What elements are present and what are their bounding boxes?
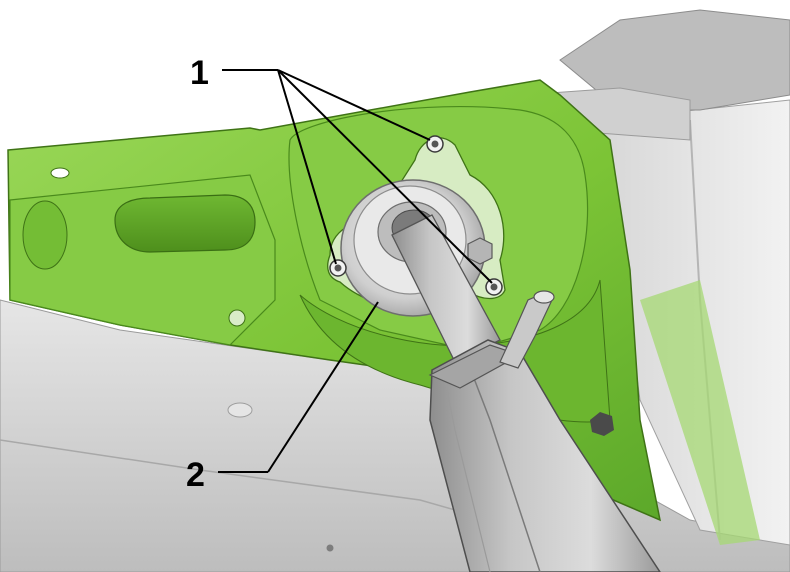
callout-label-1: 1 [190,54,209,92]
oval-slot [114,194,256,253]
strut-piston-rod [391,214,501,363]
callout-2-leader [218,301,379,473]
bolt-hole-top-center [431,140,439,148]
floor-dot [326,544,334,552]
round-recess-left [22,200,68,270]
small-hole-left-top [50,167,70,179]
bolt-hole-left-center [334,264,342,272]
small-hole-left-mid [228,309,246,327]
bolt-hole-right-center [490,283,498,291]
callout-1-leaders [222,69,493,284]
floor-plug [227,402,253,418]
strut-body-ridge-2 [444,379,491,572]
side-nut [590,412,614,436]
hex-nut [467,237,493,265]
strut-body-ridge [469,367,541,572]
strut-body [429,339,661,572]
sensor-tube-end [533,290,555,304]
callout-label-2: 2 [186,456,205,494]
lower-right-green-strip [640,280,760,545]
